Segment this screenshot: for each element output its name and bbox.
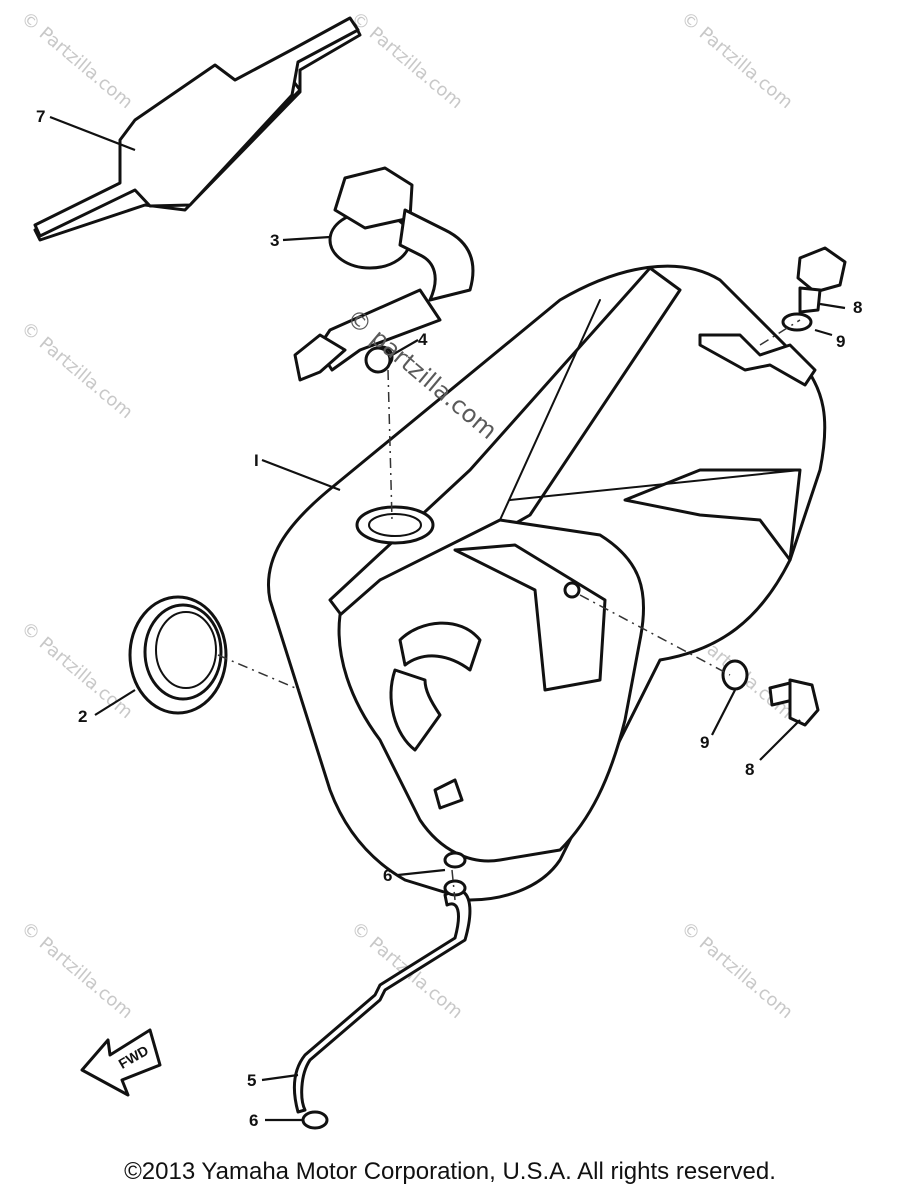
watermark: © Partzilla.com [17,918,137,1023]
watermark: © Partzilla.com [17,618,137,723]
callout-9-top: 9 [836,332,845,351]
watermark: © Partzilla.com [347,8,467,113]
callout-8-top: 8 [853,298,862,317]
check-ball-part [364,346,392,374]
callout-1: I [254,451,259,470]
watermark: © Partzilla.com [677,8,797,113]
watermark: © Partzilla.com [17,8,137,113]
callout-6-top: 6 [383,866,392,885]
tank-cap-part [293,166,475,382]
decal-strip-part [33,16,362,242]
watermark: © Partzilla.com [17,318,137,423]
callout-9-side: 9 [700,733,709,752]
bolt-top-part [781,246,847,332]
bolt-side-part [721,659,820,727]
callout-5: 5 [247,1071,256,1090]
callout-numbers: 7 3 4 I 2 8 9 9 8 6 5 6 [36,107,862,1130]
watermark: © Partzilla.com [677,918,797,1023]
copyright-notice: ©2013 Yamaha Motor Corporation, U.S.A. A… [124,1158,776,1185]
callout-4: 4 [418,330,428,349]
grommet-part [128,595,228,715]
callout-7: 7 [36,107,45,126]
callout-8-side: 8 [745,760,754,779]
oil-tank-part [266,264,827,902]
callout-3: 3 [270,231,279,250]
forward-arrow-icon: FWD [80,1028,162,1097]
leader-lines [49,115,846,1122]
assembly-lines [217,319,801,901]
callout-2: 2 [78,707,87,726]
callout-6-bottom: 6 [249,1111,258,1130]
